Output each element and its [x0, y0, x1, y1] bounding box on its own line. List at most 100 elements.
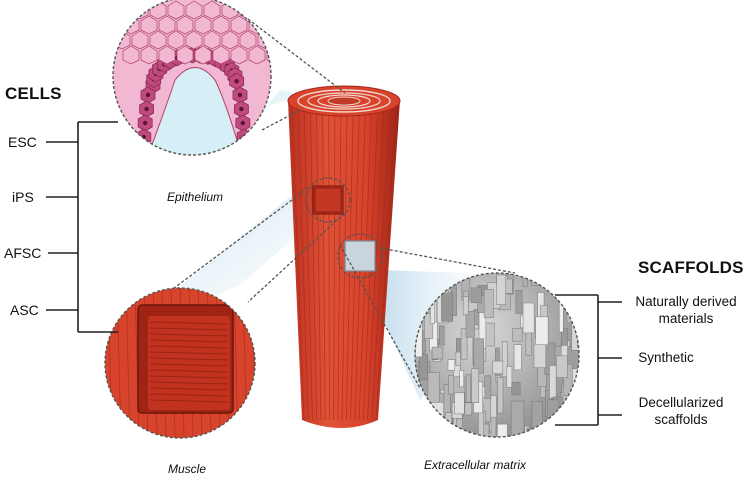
- scaffolds-heading: SCAFFOLDS: [638, 258, 744, 277]
- epithelial-cell-light: [230, 45, 248, 65]
- muscle-striation: [149, 399, 229, 403]
- ecm-pore: [441, 292, 454, 322]
- ecm-pore: [473, 338, 484, 374]
- scaffold-item-decellularized: Decellularized scaffolds: [626, 394, 736, 428]
- ecm-pore: [576, 375, 579, 393]
- epithelial-cell-light: [203, 0, 221, 20]
- ecm-pore: [460, 328, 468, 360]
- ecm-pore: [556, 355, 568, 378]
- ecm-pore: [549, 365, 557, 399]
- caption-ecm: Extracellular matrix: [424, 458, 527, 472]
- epithelial-cell-light: [221, 30, 239, 50]
- ecm-pore: [574, 405, 579, 423]
- cells-bracket: [46, 121, 118, 333]
- cell-nucleus: [240, 120, 245, 126]
- tube-fiber: [322, 111, 326, 421]
- epithelial-cell-light: [149, 30, 167, 50]
- ecm-pore: [578, 381, 579, 412]
- tube-fiber: [367, 111, 385, 421]
- epithelial-cell-light: [194, 15, 212, 35]
- ecm-pore: [492, 360, 504, 374]
- tube-fiber: [297, 111, 309, 421]
- ecm-pore: [490, 416, 497, 437]
- epithelial-cell-light: [185, 0, 203, 20]
- ecm-pore: [448, 375, 454, 395]
- ecm-pore: [444, 412, 453, 437]
- muscle-striation: [149, 321, 229, 325]
- ecm-pore: [455, 351, 461, 366]
- epithelial-cell-light: [212, 15, 230, 35]
- cells-heading: CELLS: [5, 84, 62, 103]
- epithelial-cell-light: [248, 15, 266, 35]
- scaffold-item-decellularized-line2: scaffolds: [654, 412, 708, 427]
- epithelial-cell-light: [203, 30, 221, 50]
- cell-nucleus: [144, 106, 149, 112]
- ecm-zoom-circle: [414, 272, 584, 462]
- ecm-pore: [431, 346, 444, 360]
- tube-fiber: [371, 111, 391, 421]
- cell-item-afsc: AFSC: [4, 245, 42, 261]
- tube-fiber: [291, 111, 305, 421]
- ecm-pore: [424, 313, 434, 339]
- muscle-striation: [149, 351, 229, 355]
- epithelial-cell-light: [239, 0, 257, 20]
- epithelial-cell-light: [185, 30, 203, 50]
- muscle-striation: [149, 327, 229, 331]
- muscle-sample-marker: [305, 177, 351, 223]
- cell-item-asc: ASC: [10, 302, 39, 318]
- ecm-pore: [574, 427, 579, 437]
- muscle-fiber: [134, 288, 140, 438]
- ecm-pore: [462, 296, 469, 316]
- epithelial-cell-light: [140, 45, 158, 65]
- ecm-pore: [497, 423, 508, 437]
- ecm-pore: [570, 406, 579, 420]
- muscle-tube: [287, 85, 401, 428]
- cell-item-ips: iPS: [12, 189, 34, 205]
- epithelial-cell-light: [158, 45, 176, 65]
- ecm-pore: [561, 328, 569, 346]
- tube-fiber: [337, 111, 342, 421]
- ecm-pore: [531, 433, 542, 437]
- cell-nucleus: [237, 92, 243, 98]
- ecm-pore: [419, 354, 429, 381]
- ecm-pore: [484, 375, 492, 399]
- epithelial-cell-light: [239, 30, 257, 50]
- epithelial-cell-light: [158, 15, 176, 35]
- epithelial-cell-light: [257, 0, 271, 20]
- ecm-pore: [559, 298, 564, 333]
- muscle-striation: [149, 363, 229, 367]
- ecm-pore: [470, 287, 482, 304]
- ecm-pore: [513, 344, 522, 371]
- cell-nucleus: [239, 106, 244, 112]
- tube-fiber: [328, 111, 330, 421]
- muscle-fiber: [125, 288, 131, 438]
- muscle-striation: [149, 357, 229, 361]
- tube-fiber: [303, 111, 313, 421]
- ecm-pore: [483, 289, 494, 318]
- epithelial-cell-light: [266, 15, 271, 35]
- epithelial-cell-light: [167, 0, 185, 20]
- ecm-pore: [464, 431, 474, 437]
- ecm-pore: [497, 377, 504, 414]
- epithelial-cell-light: [194, 45, 212, 65]
- ecm-pore: [501, 341, 508, 378]
- cell-nucleus: [234, 79, 239, 84]
- muscle-zoom-circle: [104, 287, 256, 439]
- ecm-pore: [580, 272, 584, 288]
- ecm-pore: [545, 439, 550, 462]
- scaffold-item-natural-line1: Naturally derived: [635, 294, 737, 309]
- epithelial-cell-light: [122, 45, 140, 65]
- ecm-pore: [471, 368, 480, 403]
- ecm-pore: [465, 311, 475, 338]
- ecm-pore: [515, 290, 523, 314]
- epithelial-cell-light: [248, 45, 266, 65]
- scaffold-item-synthetic: Synthetic: [638, 350, 694, 365]
- ecm-pore: [459, 370, 464, 388]
- muscle-striation: [149, 387, 229, 391]
- scaffold-item-natural: Naturally derived materials: [624, 293, 748, 327]
- ecm-pore: [454, 392, 465, 415]
- epithelial-cell-light: [257, 30, 271, 50]
- ecm-pore: [447, 359, 456, 371]
- epithelium-zoom-circle: [112, 0, 272, 156]
- caption-muscle: Muscle: [168, 462, 207, 476]
